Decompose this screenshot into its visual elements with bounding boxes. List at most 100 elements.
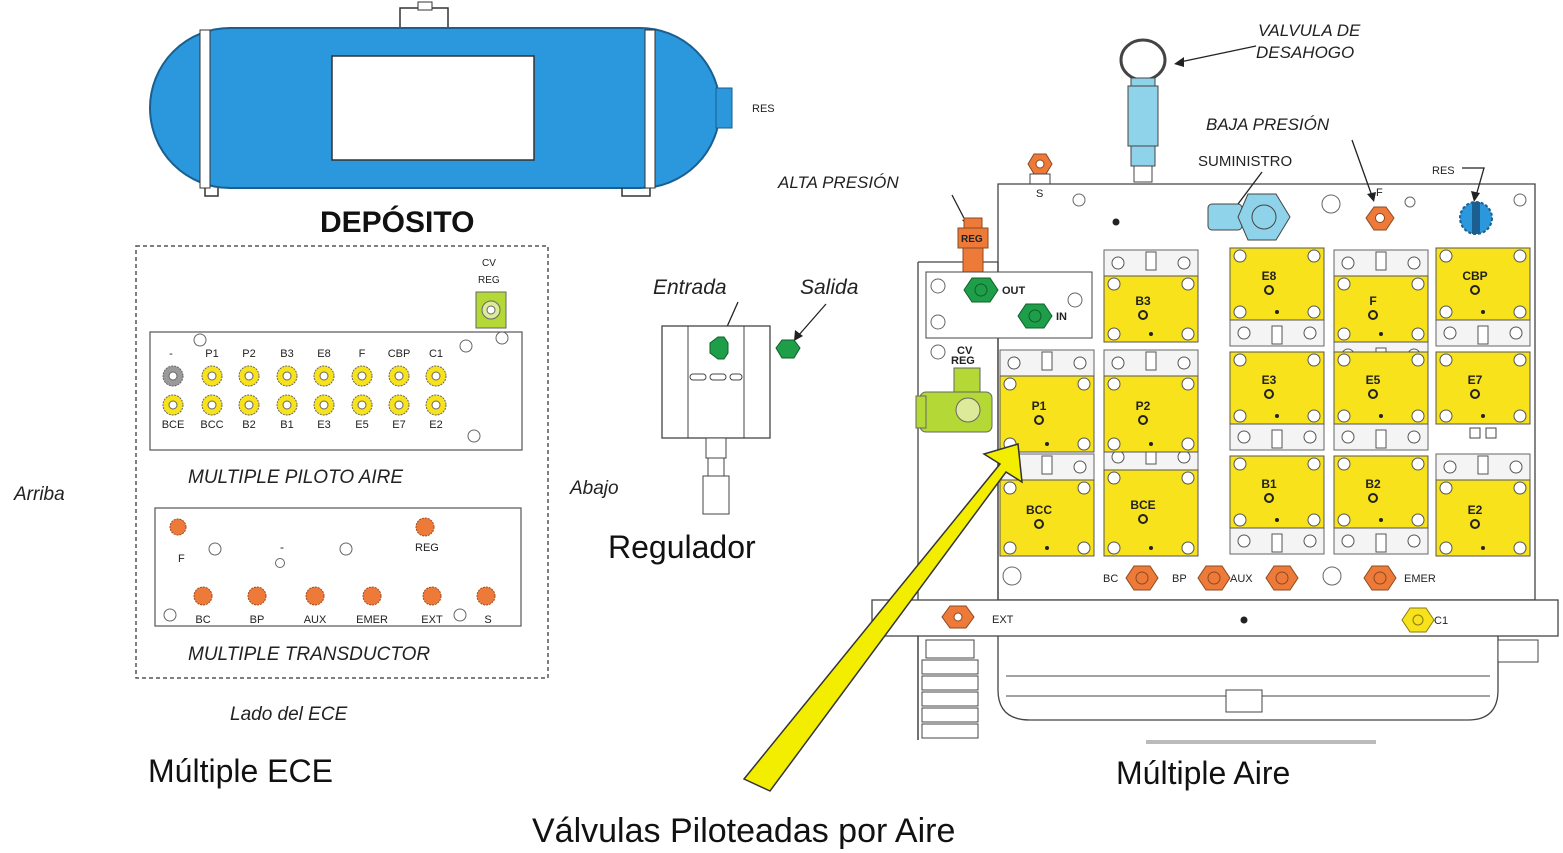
pilot-top-label: P2 [242,348,255,360]
out-label: OUT [1002,285,1026,297]
valve-e2: E2 [1435,479,1531,557]
s-port-label: S [1036,188,1043,200]
pilot-plug-icon [162,365,184,387]
valve-label: B3 [1135,294,1151,308]
emer-port-icon [1363,565,1397,591]
transducer-bottom-label: BC [195,614,210,626]
relief-valve-icon [1119,38,1167,183]
transducer-dash-label: - [280,540,284,554]
pilot-top-label: F [359,348,366,360]
transducer-port-icon [247,586,267,606]
transducer-bottom-label: S [484,614,491,626]
transducer-reg-label: REG [415,542,439,554]
valve-label: CBP [1462,269,1487,283]
regulator: Entrada Salida Regulador [608,276,858,565]
transducer-f-label: F [178,553,185,565]
air-reg-label: REG [951,355,975,367]
suministro-label: SUMINISTRO [1198,153,1292,170]
c1-label: C1 [1434,615,1448,627]
valve-cbp: CBP [1435,247,1531,321]
alta-reg-label: REG [961,234,983,245]
pilot-bottom-label: E3 [317,419,330,431]
pilot-bottom-label: E2 [429,419,442,431]
entrada-port-icon [709,336,729,360]
pilot-bottom-label: B2 [242,419,255,431]
valvulas-piloteadas-title: Válvulas Piloteadas por Aire [532,812,955,850]
valve-f: F [1333,275,1429,343]
transducer-port-icon [476,586,496,606]
pilot-bottom-label: B1 [280,419,293,431]
salida-port-icon [775,339,801,359]
pilot-port-icon [351,365,373,387]
ext-label: EXT [992,614,1014,626]
pilot-port-icon [276,365,298,387]
valve-label: E3 [1262,373,1277,387]
pilot-bottom-label: BCC [200,419,223,431]
aux-port-icon [1265,565,1299,591]
pilot-port-icon [313,394,335,416]
in-label: IN [1056,311,1067,323]
deposito-title: DEPÓSITO [320,205,474,239]
valve-label: E2 [1468,503,1483,517]
valve-p1: P1 [999,375,1095,453]
valve-label: BCE [1130,498,1155,512]
valve-label: BCC [1026,503,1052,517]
multiple-piloto-aire-label: MULTIPLE PILOTO AIRE [188,467,403,488]
pilot-top-label: B3 [280,348,293,360]
ext-port-icon [941,605,975,629]
pilot-port-icon [351,394,373,416]
salida-label: Salida [800,276,858,299]
bc-label: BC [1103,573,1118,585]
transducer-f-port-icon [169,518,187,536]
valve-bce: BCE [1103,469,1199,557]
ece-cv-label: CV [482,258,496,269]
s-port-icon [1027,153,1053,187]
transducer-port-icon [422,586,442,606]
ece-cv-reg-fitting-icon [475,291,507,329]
valve-label: E5 [1366,373,1381,387]
air-cv-label: CV [957,345,973,357]
air-manifold: VALVULA DE DESAHOGO S ALTA PRESIÓN [777,21,1559,791]
pilot-port-icon [162,394,184,416]
tank-res-label: RES [752,103,775,115]
transducer-bottom-label: EMER [356,614,388,626]
transducer-port-icon [193,586,213,606]
pilot-port-icon [388,394,410,416]
valve-label: P2 [1136,399,1151,413]
pilot-port-icon [201,394,223,416]
valvula-label-2: DESAHOGO [1256,43,1354,62]
multiple-ece-title: Múltiple ECE [148,753,333,789]
bp-label: BP [1172,573,1187,585]
valve-bcc: BCC [999,479,1095,557]
pilot-port-icon [425,394,447,416]
emer-label: EMER [1404,573,1436,585]
transducer-bottom-label: BP [250,614,265,626]
valve-label: B2 [1365,477,1381,491]
pilot-port-icon [201,365,223,387]
valve-e5: E5 [1333,351,1429,425]
transducer-port-icon [305,586,325,606]
abajo-label: Abajo [569,478,619,499]
out-port-icon [963,277,999,303]
pilot-port-icon [238,394,260,416]
valve-p2: P2 [1103,375,1199,453]
tank: RES DEPÓSITO [149,1,775,239]
multiple-aire-title: Múltiple Aire [1116,755,1290,791]
valve-label: P1 [1032,399,1047,413]
valve-e8: E8 [1229,247,1325,321]
valve-e7: E7 [1435,351,1531,425]
baja-presion-label: BAJA PRESIÓN [1206,115,1330,134]
baja-presion-port-icon [1365,206,1395,231]
pilot-top-label: E8 [317,348,330,360]
air-cv-reg-fitting-icon [915,367,993,433]
pilot-top-label: P1 [205,348,218,360]
bc-port-icon [1125,565,1159,591]
aux-label: AUX [1230,573,1253,585]
pilot-bottom-label: BCE [162,419,185,431]
transducer-bottom-label: EXT [421,614,443,626]
ece-reg-label: REG [478,275,500,286]
alta-presion-label: ALTA PRESIÓN [777,173,899,192]
lado-del-ece-label: Lado del ECE [230,704,348,725]
